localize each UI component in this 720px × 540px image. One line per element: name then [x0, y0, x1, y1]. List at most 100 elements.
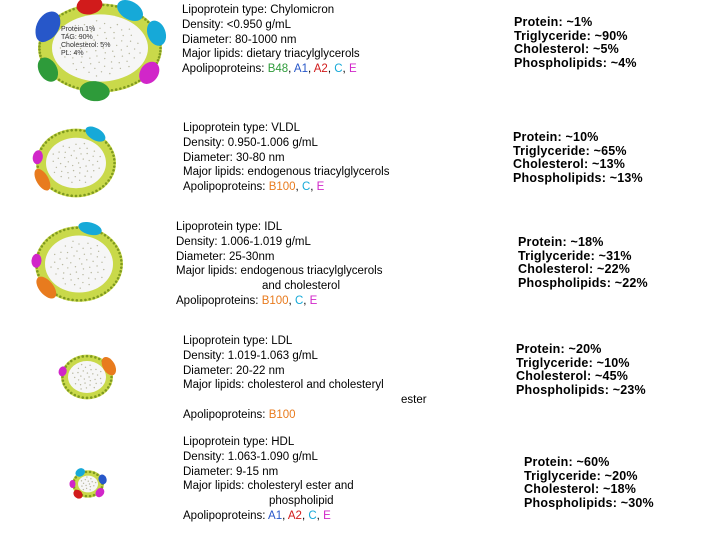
phospholipid-head — [109, 175, 112, 179]
major-lipids: Major lipids: dietary triacylglycerols — [182, 48, 360, 61]
phospholipid-head — [84, 470, 88, 474]
apolipoprotein-e: E — [316, 181, 325, 194]
core-lipid — [73, 150, 75, 152]
vldl-composition: Protein: ~10% Triglyceride: ~65% Cholest… — [513, 130, 643, 185]
core-lipid — [75, 271, 78, 273]
core-lipid — [73, 284, 76, 286]
core-lipid — [96, 265, 98, 267]
apolipoproteins-label: Apolipoproteins: — [183, 408, 266, 421]
core-lipid — [75, 143, 77, 146]
core-lipid — [82, 482, 85, 485]
core-lipid — [83, 378, 86, 380]
phospholipid-head — [39, 54, 42, 58]
core-lipid — [104, 256, 106, 258]
major-lipids-continued: and cholesterol — [262, 280, 340, 293]
lipoprotein-row-idl: Lipoprotein type: IDL Density: 1.006-1.0… — [0, 215, 720, 320]
phospholipid-head — [120, 262, 123, 266]
apolipoprotein-blob — [37, 57, 59, 82]
phospholipid-head — [42, 144, 45, 147]
phospholipid-head — [103, 291, 107, 295]
phospholipid-head — [103, 233, 107, 237]
inset-line: TAG: 90% — [61, 34, 93, 41]
core-lipid — [67, 161, 70, 163]
phospholipid-head — [114, 280, 118, 283]
core-lipid — [74, 175, 76, 178]
phospholipids-percent: Phospholipids: ~30% — [524, 495, 654, 510]
lipid-core — [78, 475, 98, 493]
core-lipid — [112, 50, 114, 52]
core-lipid — [92, 164, 94, 166]
core-lipid — [79, 47, 82, 50]
apolipoprotein-b48: B48 — [267, 63, 289, 76]
core-lipid — [75, 68, 78, 71]
core-lipid — [64, 156, 66, 159]
apolipoprotein-blob — [35, 17, 56, 43]
core-lipid — [64, 56, 66, 58]
core-lipid — [133, 57, 135, 59]
chylomicron-particle-diagram — [35, 0, 167, 102]
phospholipid-head — [116, 248, 120, 251]
apolipoprotein-blob — [32, 150, 43, 165]
hdl-composition: Protein: ~60% Triglyceride: ~20% Cholest… — [524, 455, 654, 510]
phospholipid-head — [110, 375, 113, 379]
core-lipid — [121, 55, 124, 57]
apolipoprotein-blob — [95, 487, 105, 498]
apolipoproteins-label: Apolipoproteins: — [183, 509, 266, 522]
core-lipid — [128, 28, 131, 30]
core-lipid — [86, 152, 88, 155]
core-lipid — [85, 484, 87, 487]
core-lipid — [130, 34, 133, 37]
core-lipid — [74, 24, 77, 27]
chylomicron-composition: Protein: ~1% Triglyceride: ~90% Choleste… — [514, 15, 637, 70]
phospholipid-head — [101, 3, 105, 7]
core-lipid — [70, 154, 73, 157]
phospholipid-head — [70, 129, 73, 132]
lipid-core — [46, 137, 106, 189]
phospholipid-head — [112, 154, 115, 157]
phospholipid-head — [64, 82, 68, 86]
core-lipid — [78, 243, 80, 245]
phospholipid-head — [36, 165, 40, 168]
core-lipid — [66, 257, 68, 259]
core-lipid — [74, 266, 77, 268]
apolipoprotein-blob — [69, 480, 76, 488]
core-lipid — [53, 253, 56, 256]
phospholipid-head — [71, 226, 74, 230]
chylomicron-composition-inset: Protein 1% TAG: 90% Cholesterol: 5% PL: … — [61, 26, 110, 58]
phospholipid-head — [76, 86, 79, 90]
core-lipid — [83, 66, 85, 69]
phospholipid-head — [114, 5, 118, 8]
density: Density: <0.950 g/mL — [182, 18, 291, 31]
apolipoprotein-separator: , — [327, 63, 335, 76]
core-lipid — [64, 41, 66, 44]
apolipoproteins: Apolipoproteins: B100, C, E — [183, 180, 389, 195]
phospholipid-head — [106, 386, 110, 389]
apolipoprotein-c: C — [334, 63, 343, 76]
core-lipid — [103, 22, 106, 25]
inset-line: PL: 4% — [61, 50, 84, 57]
core-lipid — [59, 47, 62, 49]
core-lipid — [85, 387, 88, 389]
phospholipid-head — [55, 231, 58, 235]
phospholipid-head — [116, 277, 120, 280]
core-lipid — [97, 250, 100, 253]
phospholipid-head — [79, 129, 82, 132]
core-lipid — [84, 175, 86, 177]
apolipoprotein-blob — [139, 61, 160, 84]
phospholipid-head — [61, 80, 64, 84]
phospholipid-head — [95, 189, 98, 193]
phospholipid-head — [88, 494, 92, 498]
apolipoproteins: Apolipoproteins: A1, A2, C, E — [183, 509, 354, 524]
phospholipid-head — [61, 379, 65, 382]
core-lipid — [82, 247, 84, 250]
apolipoprotein-separator: , — [282, 509, 288, 522]
core-lipid — [83, 253, 86, 255]
apolipoprotein-blob — [98, 474, 107, 485]
core-lipid — [80, 388, 82, 390]
phospholipid-head — [85, 396, 89, 400]
apolipoprotein-blob — [34, 168, 51, 191]
phospholipid-head — [70, 194, 73, 197]
core-lipid — [104, 31, 106, 34]
core-lipid — [93, 150, 96, 152]
core-lipid — [113, 31, 115, 34]
